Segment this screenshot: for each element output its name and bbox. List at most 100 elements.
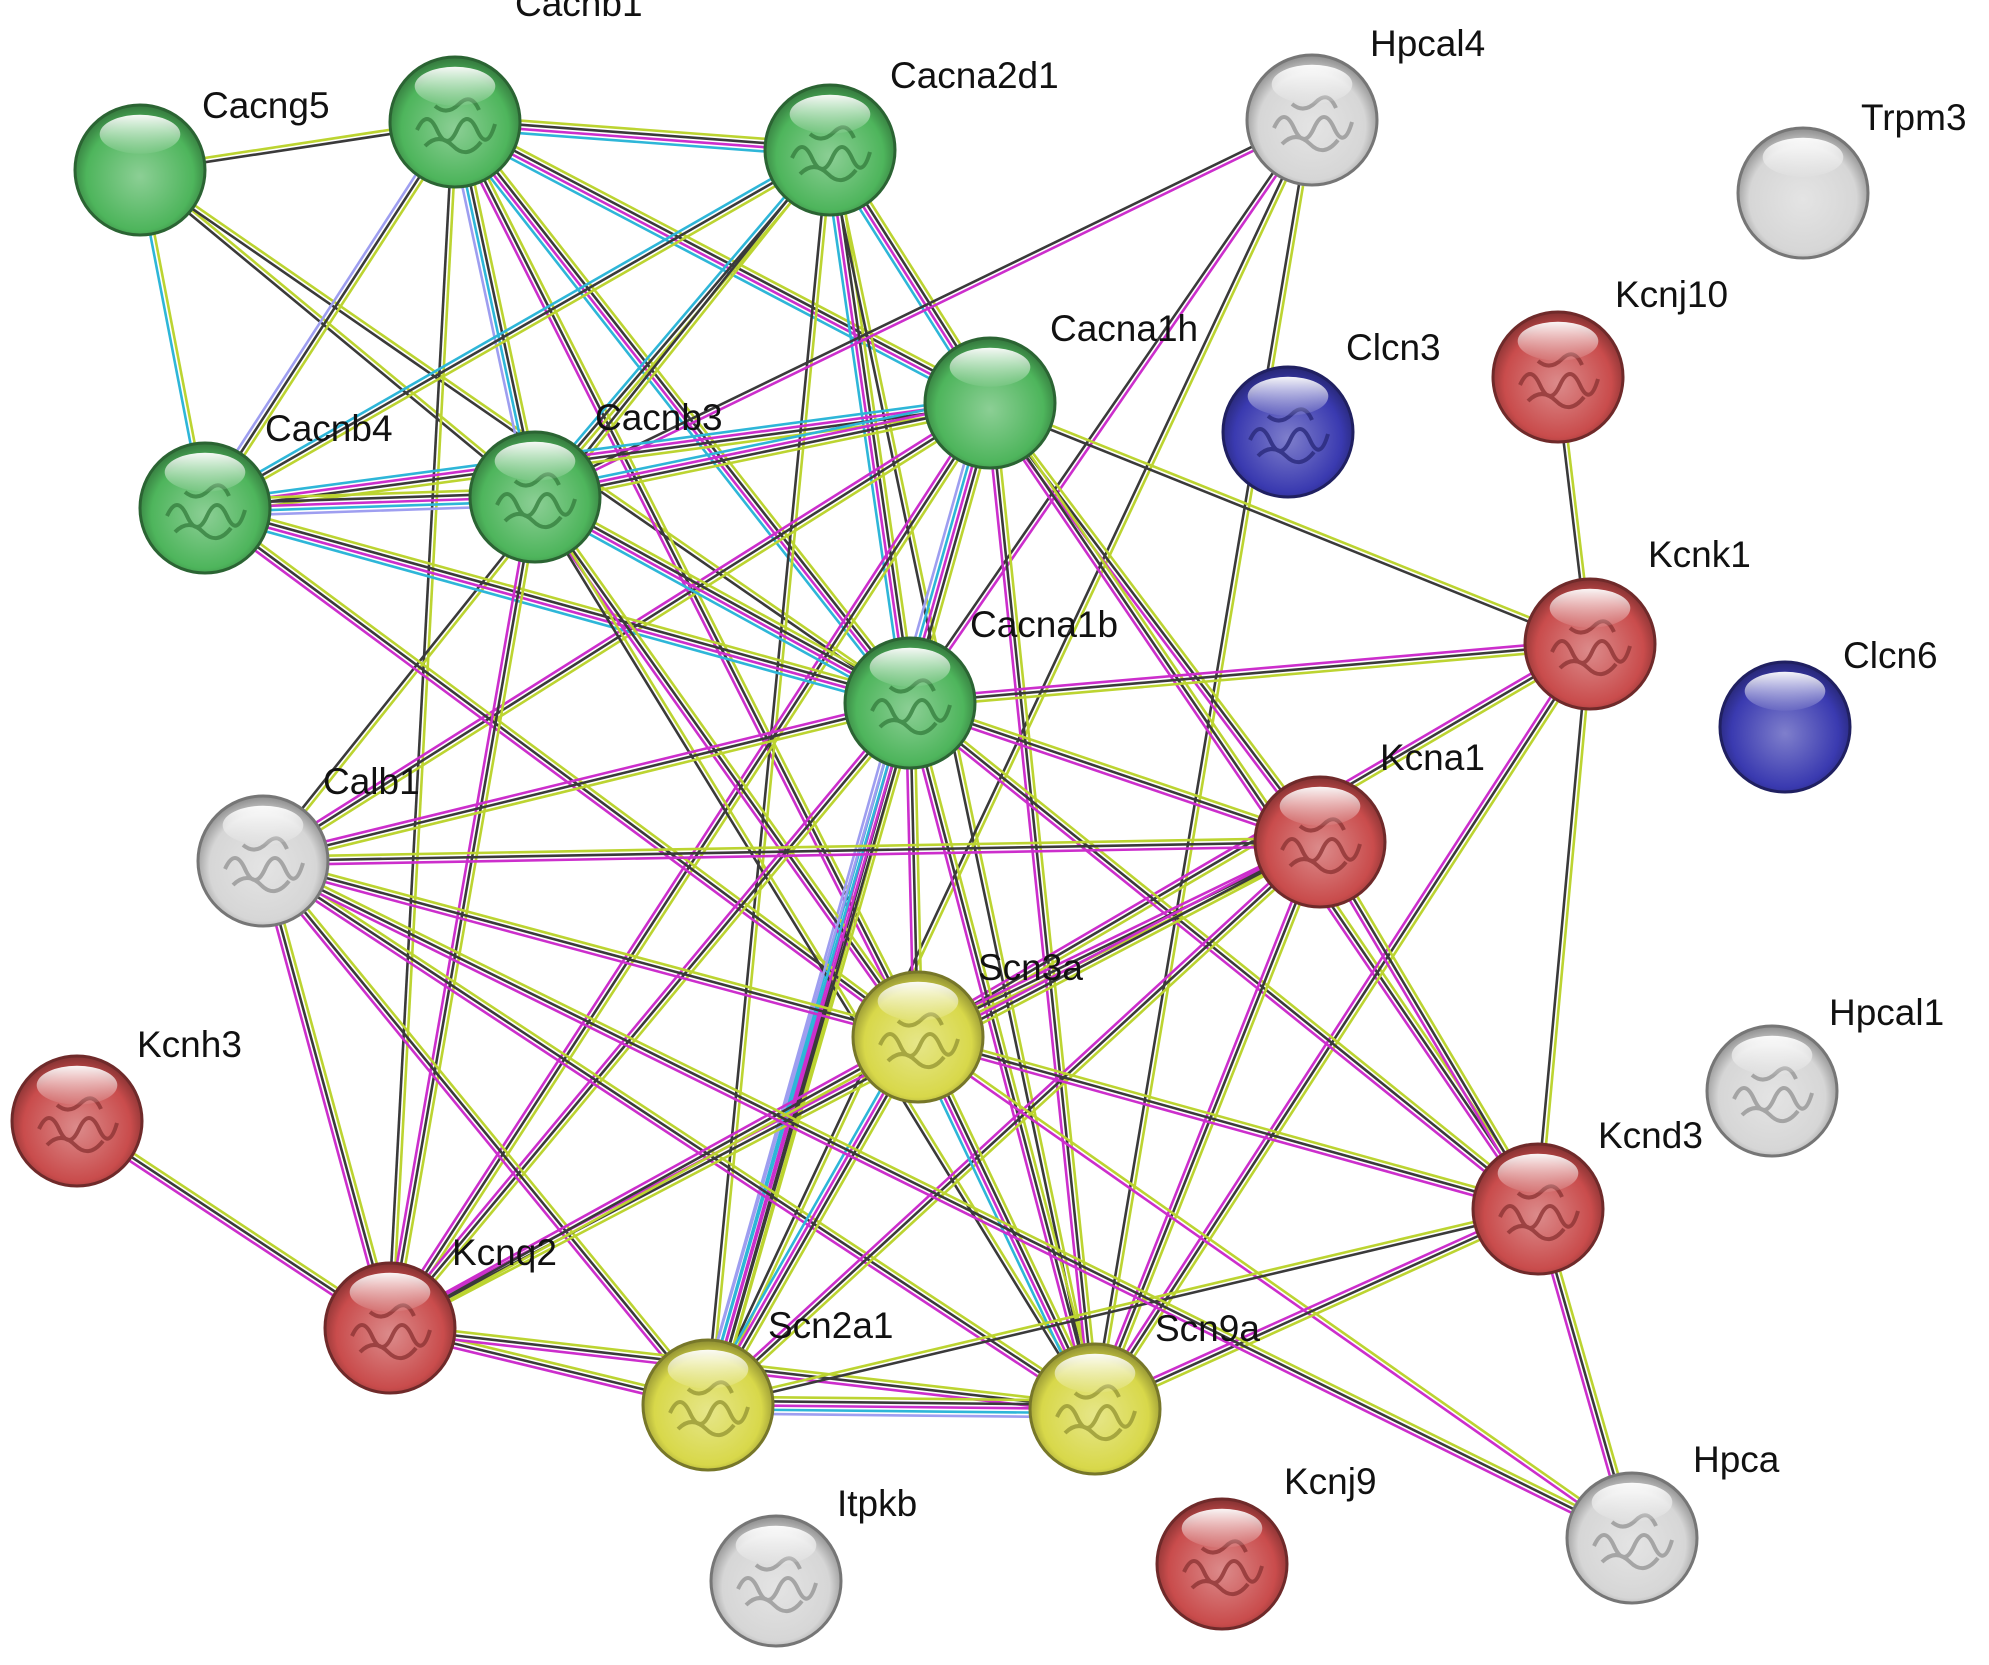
node-gloss [1497, 1153, 1579, 1193]
edge-line-black [909, 701, 1539, 1211]
edge-calb1-hpca [260, 856, 1635, 1543]
edge-line-yellow [919, 844, 1323, 1042]
edge-line-magenta [915, 639, 1589, 1035]
node-kcnj10[interactable] [1491, 310, 1625, 444]
edge-cacna1b-scn2a1 [698, 700, 920, 1408]
node-cacna1b[interactable] [843, 636, 977, 770]
node-clcn3[interactable] [1221, 365, 1355, 499]
edge-cacnb1-cacna1b [449, 117, 916, 708]
edge-line-black [205, 504, 911, 703]
node-label-kcna1: Kcna1 [1380, 737, 1485, 778]
node-kcna1[interactable] [1253, 775, 1387, 909]
edge-line-magenta [909, 638, 1590, 701]
edge-scn3a-scn2a1 [701, 1033, 925, 1409]
node-gloss [99, 114, 181, 154]
edge-line-black [907, 118, 1312, 703]
node-hpcal4[interactable] [1245, 53, 1379, 187]
edge-line-black [826, 150, 1095, 1410]
node-trpm3[interactable] [1736, 126, 1870, 260]
node-cacng5[interactable] [73, 103, 207, 237]
edge-line-magenta [385, 400, 988, 1327]
edge-line-cyan [451, 126, 988, 410]
edge-cacnb3-scn9a [532, 495, 1098, 1411]
edge-line-yellow [392, 404, 995, 1331]
node-gloss [36, 1065, 118, 1105]
edge-line-black [988, 402, 1097, 1410]
edge-cacna1h-scn9a [984, 402, 1101, 1410]
node-itpkb[interactable] [709, 1514, 843, 1648]
edge-line-black [137, 170, 535, 500]
edge-line-black [262, 859, 919, 1039]
node-label-kcnq2: Kcnq2 [452, 1232, 557, 1273]
node-cacna2d1[interactable] [763, 83, 897, 217]
node-cacnb1[interactable] [388, 55, 522, 189]
node-hpca[interactable] [1565, 1471, 1699, 1605]
node-label-cacna1b: Cacna1b [970, 604, 1118, 645]
node-kcnd3[interactable] [1471, 1142, 1605, 1276]
edge-line-black [262, 840, 1321, 863]
node-gloss [494, 441, 576, 481]
node-scn9a[interactable] [1028, 1342, 1162, 1476]
edge-line-magenta [385, 699, 908, 1327]
edge-line-black [204, 148, 831, 510]
node-kcnj9[interactable] [1155, 1497, 1289, 1631]
node-clcn6[interactable] [1718, 660, 1852, 794]
node-gloss [1271, 64, 1353, 104]
edge-cacnb1-cacna1h [451, 115, 994, 410]
edge-cacnb4-scn3a [201, 503, 922, 1042]
node-scn2a1[interactable] [641, 1338, 775, 1472]
edge-line-black [203, 121, 457, 509]
edge-line-yellow [457, 115, 994, 399]
node-gloss [349, 1272, 431, 1312]
node-kcnk1[interactable] [1523, 577, 1657, 711]
edge-line-black [1093, 841, 1322, 1410]
edge-line-yellow [707, 1205, 1538, 1405]
edge-line-magenta [453, 122, 990, 407]
edge-line-yellow [535, 495, 1098, 1409]
edge-line-magenta [258, 862, 706, 1409]
node-cacnb4[interactable] [138, 441, 272, 575]
node-label-itpkb: Itpkb [837, 1483, 917, 1524]
edge-line-lavender [200, 119, 453, 507]
edge-kcna1-scn2a1 [704, 837, 1324, 1410]
node-kcnq2[interactable] [323, 1261, 457, 1395]
node-hpcal1[interactable] [1705, 1024, 1839, 1158]
edge-cacna1h-kcnd3 [985, 399, 1543, 1213]
edge-kcnd3-scn9a [1092, 1203, 1541, 1415]
edge-line-yellow [390, 122, 459, 1329]
edge-line-cyan [202, 512, 909, 711]
edge-line-cyan [530, 146, 828, 496]
node-cacna1h[interactable] [923, 336, 1057, 470]
node-label-hpca: Hpca [1693, 1439, 1780, 1480]
edge-line-black [533, 496, 920, 1038]
node-gloss [735, 1525, 817, 1565]
edge-cacna1b-kcnd3 [906, 698, 1542, 1214]
edge-cacna1h-kcnq2 [385, 400, 995, 1331]
node-label-calb1: Calb1 [323, 761, 420, 802]
edge-calb1-scn3a [261, 855, 920, 1043]
edge-line-magenta [204, 508, 910, 707]
edge-line-black [917, 1035, 1539, 1211]
edge-line-black [535, 403, 991, 501]
edge-line-black [388, 496, 537, 1329]
edge-line-magenta [204, 399, 990, 508]
edge-hpcal4-cacna1b [907, 118, 1315, 705]
edge-line-yellow [1538, 644, 1594, 1210]
edge-line-yellow [922, 1033, 1102, 1407]
edge-line-yellow [263, 855, 920, 1035]
edge-cacna1h-kcnk1 [988, 399, 1592, 648]
edge-line-black [707, 841, 1321, 1406]
node-calb1[interactable] [196, 794, 330, 928]
edge-cacna1b-kcnq2 [385, 699, 915, 1332]
edge-scn3a-kcnq2 [387, 1032, 921, 1333]
node-scn3a[interactable] [851, 970, 985, 1104]
node-cacnb3[interactable] [468, 430, 602, 564]
node-gloss [1549, 588, 1631, 628]
edge-line-black [918, 1035, 1099, 1409]
edge-line-cyan [203, 395, 990, 504]
edge-line-black [261, 860, 710, 1406]
node-kcnh3[interactable] [10, 1054, 144, 1188]
edge-line-magenta [706, 702, 912, 1406]
edge-kcna1-kcnd3 [1315, 839, 1543, 1212]
edge-line-magenta [263, 844, 1321, 867]
